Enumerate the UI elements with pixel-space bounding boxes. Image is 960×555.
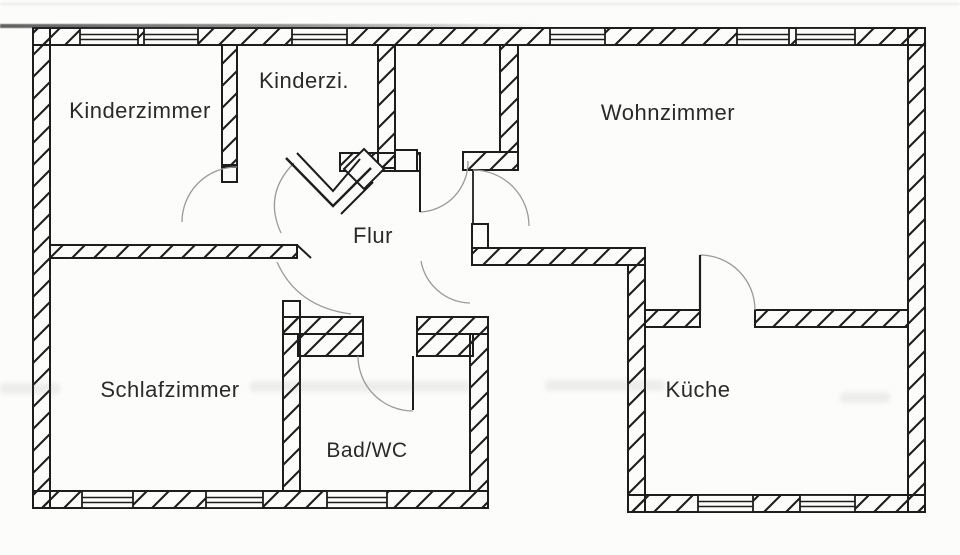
window-bottom-3 (326, 490, 388, 509)
wall-kinderzimmer-east (221, 44, 238, 166)
door-arc-kueche (699, 254, 756, 311)
wall-kinderzimmer-south (49, 244, 298, 259)
window-top-3 (291, 27, 348, 46)
door-leaf-kinderzi-chevron (340, 181, 374, 215)
scan-artifact-top-line (0, 3, 960, 5)
scan-artifact-ghost-1 (0, 383, 60, 394)
door-leaf-kinderzi-inner (296, 152, 361, 193)
window-top-2 (143, 27, 199, 46)
wall-kueche-north-right (754, 309, 909, 328)
wall-kueche-west (627, 264, 646, 513)
window-bottom-2 (205, 490, 264, 509)
wall-left (32, 27, 51, 509)
door-arc-kinderzi (273, 162, 295, 234)
window-top-1 (79, 27, 139, 46)
door-jambs (221, 147, 489, 318)
door-leaves (285, 152, 702, 410)
wall-bad-north-left-lip (297, 333, 364, 357)
door-arc-wohnzimmer (472, 169, 530, 227)
room-label-flur: Flur (353, 223, 393, 248)
window-top-4 (549, 27, 606, 46)
room-label-kinderzi: Kinderzi. (258, 68, 350, 93)
room-label-kinderzimmer: Kinderzimmer (69, 98, 211, 123)
door-arc-flur-se (420, 260, 471, 304)
jamb-wohnzimmer (471, 223, 489, 249)
wall-niche-west (377, 44, 396, 169)
door-arc-schlafzimmer (276, 261, 352, 315)
wall-bad-north-left (282, 316, 364, 335)
room-label-wohnzimmer: Wohnzimmer (600, 100, 736, 125)
scan-artifact-dark-streak (0, 24, 545, 28)
scan-artifact-ghost-4 (840, 392, 890, 403)
wall-bad-north-right (416, 316, 489, 335)
door-arc-niche (419, 160, 469, 213)
room-label-schlafzimmer: Schlafzimmer (100, 377, 240, 402)
room-label-kueche: Küche (665, 377, 731, 402)
wall-wohnzimmer-west-foot (462, 151, 519, 171)
wall-wohnzimmer-west (499, 44, 519, 153)
jamb-niche-left (394, 149, 418, 172)
wall-bad-north-right-lip (416, 333, 474, 357)
window-kueche-2 (799, 494, 856, 513)
wall-end-cap (296, 244, 312, 259)
wall-bottom-kueche (627, 494, 926, 513)
door-arcs (181, 160, 756, 412)
room-label-bad-wc: Bad/WC (326, 439, 408, 462)
jamb-kinderzi-rotated (342, 147, 386, 191)
wall-bad-east (469, 333, 489, 492)
jamb-schlafzimmer (282, 300, 301, 318)
door-arc-bad-wc (357, 355, 414, 412)
window-top-5 (736, 27, 790, 46)
wall-wohnzimmer-south (471, 247, 646, 266)
window-kueche-1 (697, 494, 754, 513)
door-arc-kinderzimmer (181, 166, 238, 223)
window-top-6 (795, 27, 856, 46)
scan-artifact-ghost-2 (250, 381, 470, 392)
scan-artifact-ghost-3 (545, 380, 665, 391)
door-leaf-kinderzi-outer (285, 157, 372, 208)
window-glazing-lines (80, 33, 855, 508)
jamb-kinderzimmer (221, 166, 238, 183)
wall-right (907, 27, 926, 513)
wall-kueche-north-left (644, 309, 701, 328)
windows (79, 27, 856, 513)
window-bottom-1 (81, 490, 134, 509)
